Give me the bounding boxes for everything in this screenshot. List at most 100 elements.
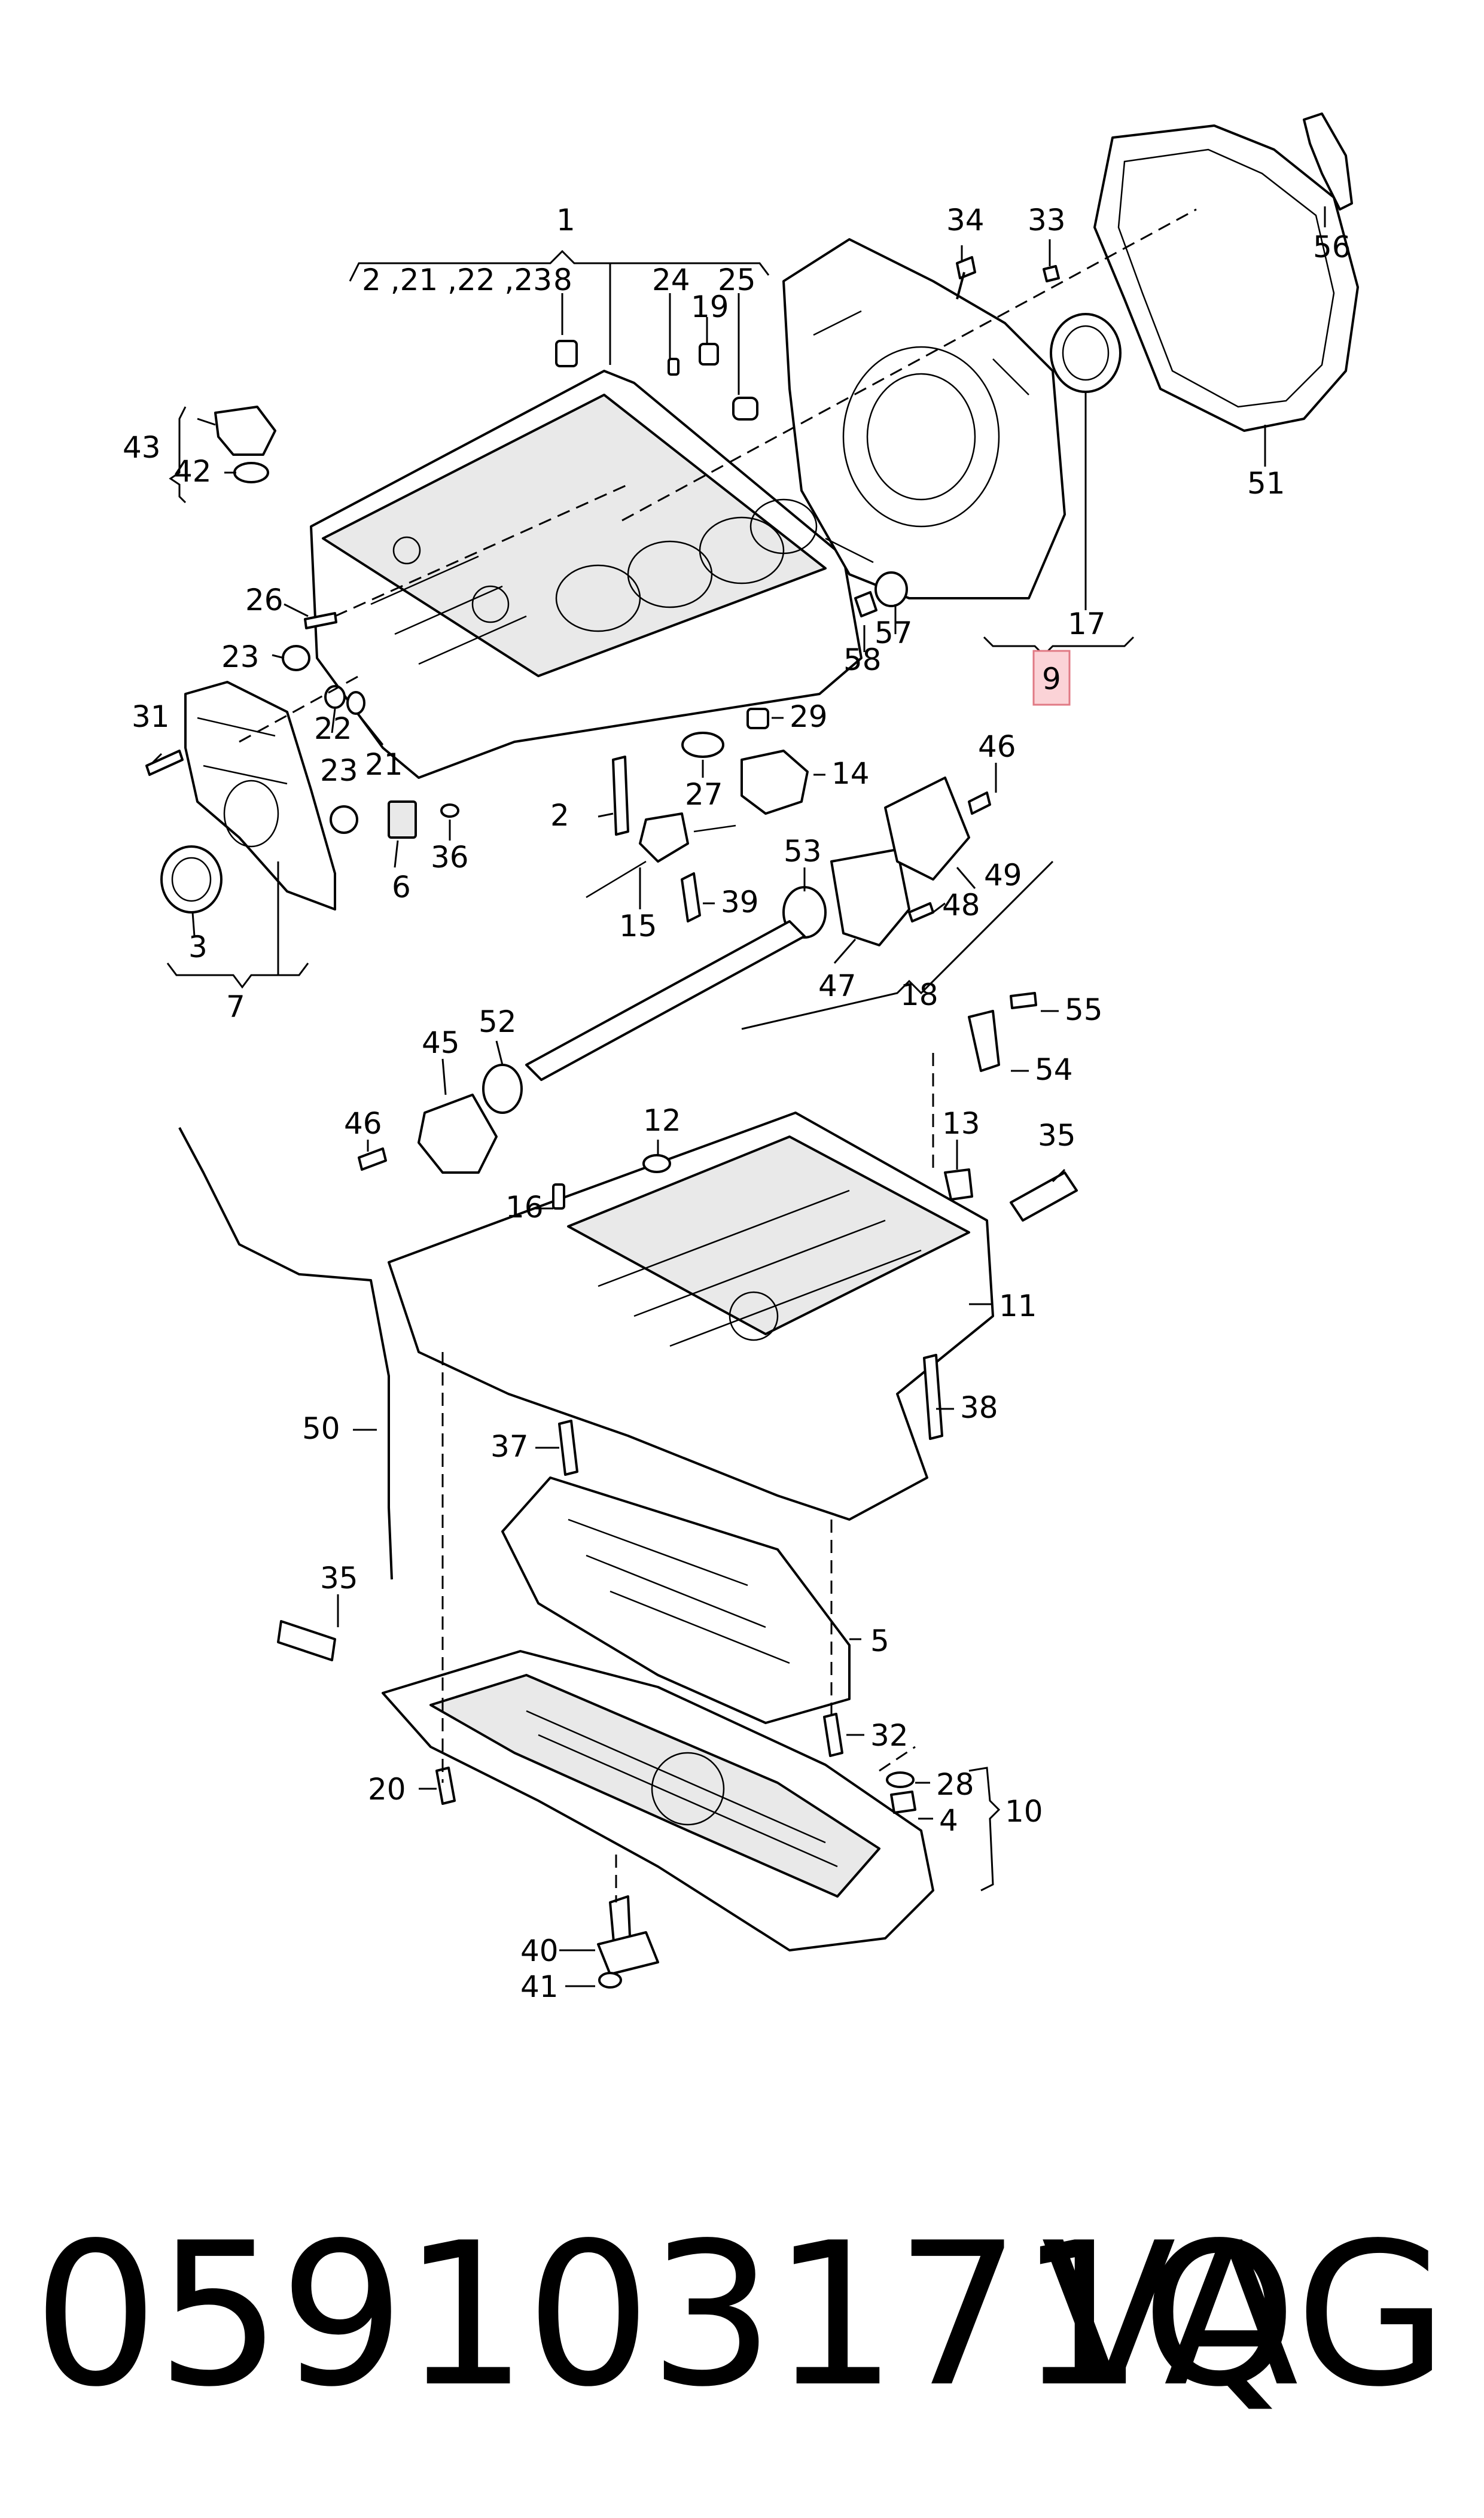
front-cover-part (184, 681, 336, 911)
callout-9: 9 (1042, 662, 1061, 696)
ring-27-part (681, 732, 724, 758)
callout-48: 48 (942, 888, 980, 922)
plug-29-part (746, 708, 769, 729)
sleeve-19-part (699, 343, 719, 366)
callout-47: 47 (818, 969, 857, 1003)
alignment-lines (239, 208, 1197, 1902)
callout-17: 17 (1068, 607, 1106, 641)
bracket-54-part (968, 1010, 1000, 1072)
callout-49: 49 (984, 858, 1022, 893)
callout-18: 18 (900, 978, 938, 1012)
plug-23b-part (330, 805, 358, 834)
callout-20: 20 (368, 1772, 406, 1807)
callout-52: 52 (479, 1004, 517, 1039)
sealant-tube-35a-part (1010, 1171, 1078, 1222)
callout-24: 24 (652, 263, 690, 297)
callout-32: 32 (870, 1718, 909, 1753)
callout-23b: 23 (320, 753, 358, 788)
callout-7: 7 (226, 989, 245, 1024)
dowel-21-part (346, 691, 365, 715)
engine-block-part (310, 370, 863, 779)
callout-27: 27 (685, 777, 723, 812)
callout-26: 26 (245, 583, 284, 617)
clip-58-part (854, 591, 877, 617)
part-number: 059103171Q (33, 2200, 1297, 2430)
callout-12: 12 (643, 1103, 681, 1138)
callout-36: 36 (431, 840, 469, 875)
callout-2: 2 (550, 798, 569, 833)
callout-labels: 1 2 ,21 ,22 ,23 8 24 19 25 34 33 56 51 4… (123, 203, 1351, 2004)
callout-56: 56 (1313, 230, 1351, 264)
jet-15-part (586, 812, 736, 899)
callout-46a: 46 (978, 729, 1016, 764)
callout-51: 51 (1247, 466, 1285, 501)
bolt-32-part (823, 1713, 843, 1757)
bolt-37-part (558, 1420, 578, 1476)
callout-25: 25 (718, 263, 756, 297)
callout-58: 58 (843, 643, 882, 677)
housing-47-part (830, 848, 910, 946)
callout-45: 45 (422, 1025, 460, 1060)
baffle-part (501, 1476, 851, 1724)
callout-43: 43 (123, 430, 161, 465)
callout-14: 14 (831, 756, 870, 791)
callout-53: 53 (784, 834, 822, 869)
callout-10: 10 (1005, 1794, 1043, 1829)
sealant-tube-35b-part (277, 1620, 336, 1661)
upper-oil-pan-part (388, 1112, 994, 1521)
callout-15: 15 (619, 909, 657, 943)
bolt-33-part (1043, 265, 1060, 282)
callout-22: 22 (314, 711, 352, 746)
dowel-16-part (552, 1183, 565, 1210)
plug-8-part (555, 340, 578, 367)
bolt-46b-part (358, 1147, 387, 1171)
bolt-38-part (923, 1354, 943, 1440)
dowel-24-part (668, 358, 679, 376)
plug-25-part (732, 397, 758, 421)
highlighted-callout-box (1032, 650, 1071, 706)
lower-oil-pan-part (382, 1650, 934, 1951)
bearing-6-part (388, 800, 417, 839)
bolt-46a-part (968, 791, 991, 815)
dipstick-guide-part (178, 1127, 393, 1580)
callout-21: 21 (365, 747, 403, 782)
callout-33: 33 (1028, 203, 1066, 238)
callout-16: 16 (505, 1190, 544, 1225)
callout-4: 4 (939, 1803, 958, 1838)
cap-43-part (214, 406, 276, 483)
pin-26-part (304, 612, 337, 629)
bolt-34-part (956, 256, 976, 300)
callout-31: 31 (132, 699, 170, 734)
rear-cover-part (782, 238, 1066, 599)
plug-57-part (874, 571, 908, 607)
callout-37: 37 (490, 1429, 529, 1464)
pipe-13-part (944, 1168, 973, 1201)
callout-1: 1 (556, 203, 575, 238)
callout-50: 50 (302, 1411, 340, 1446)
callout-5: 5 (870, 1624, 889, 1658)
callout-6: 6 (392, 870, 411, 905)
callout-11: 11 (999, 1289, 1037, 1323)
callout-57: 57 (874, 616, 913, 650)
sensor-40-part (597, 1895, 659, 1975)
brand-name: VAG (1041, 2200, 1448, 2430)
gasket-part (1093, 124, 1359, 432)
washer-36-part (440, 803, 459, 818)
callout-34: 34 (946, 203, 985, 238)
bolt-48-part (908, 902, 934, 922)
callout-13: 13 (942, 1106, 980, 1141)
washer-28-part (886, 1771, 915, 1788)
balance-shaft-part (525, 920, 806, 1081)
weight-45-part (418, 1094, 498, 1174)
callout-55: 55 (1065, 992, 1103, 1027)
bolt-20-part (435, 1767, 456, 1805)
bolt-39-part (681, 872, 701, 922)
bolt-55-part (1010, 992, 1037, 1009)
leader-lines (151, 206, 1326, 1987)
bolt-2-part (612, 756, 629, 836)
front-seal-part (160, 845, 223, 914)
cover-14-part (741, 750, 809, 815)
callout-29: 29 (790, 699, 828, 734)
callout-38: 38 (960, 1390, 998, 1425)
